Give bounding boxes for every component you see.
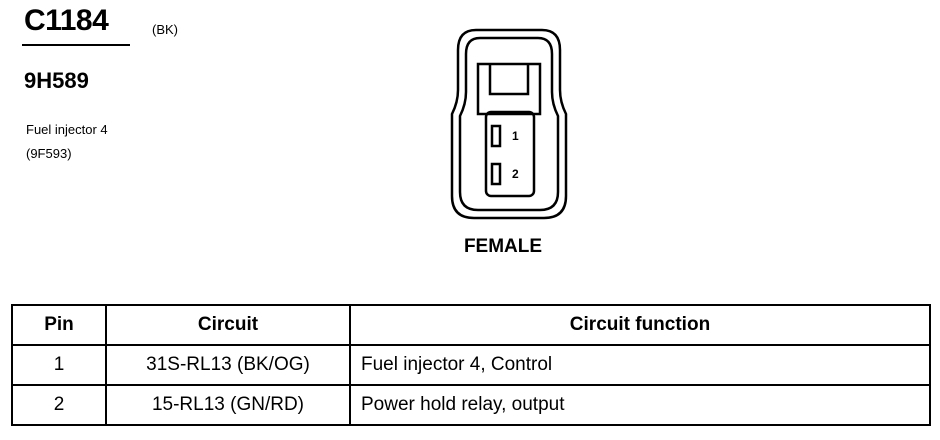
connector-color: (BK) <box>152 22 178 37</box>
connector-face-diagram: 1 2 <box>450 28 568 220</box>
circuit-cell: 31S-RL13 (BK/OG) <box>105 344 351 386</box>
table-header-row: Pin Circuit Circuit function <box>11 304 931 346</box>
table-row: 1 31S-RL13 (BK/OG) Fuel injector 4, Cont… <box>11 344 931 386</box>
pin-2-cavity <box>490 162 502 186</box>
pin-cell: 1 <box>11 344 107 386</box>
connector-lock-notch <box>488 64 530 96</box>
circuit-function-cell: Power hold relay, output <box>349 384 931 426</box>
header-pin: Pin <box>11 304 107 346</box>
connector-gender-label: FEMALE <box>463 236 543 257</box>
pin-1-label: 1 <box>512 129 519 143</box>
connector-lock-tab <box>476 62 542 116</box>
pin-1-cavity <box>490 124 502 148</box>
connector-id-underline <box>22 44 130 46</box>
pin-cell: 2 <box>11 384 107 426</box>
connector-cavity-body <box>484 110 536 198</box>
pin-table: Pin Circuit Circuit function 1 31S-RL13 … <box>11 304 931 426</box>
connector-outer-shell <box>450 28 568 220</box>
component-reference: (9F593) <box>26 146 72 161</box>
table-row: 2 15-RL13 (GN/RD) Power hold relay, outp… <box>11 384 931 426</box>
header-circuit: Circuit <box>105 304 351 346</box>
header-circuit-function: Circuit function <box>349 304 931 346</box>
connector-inner-shell <box>458 36 560 212</box>
part-number: 9H589 <box>24 68 89 93</box>
circuit-cell: 15-RL13 (GN/RD) <box>105 384 351 426</box>
circuit-function-cell: Fuel injector 4, Control <box>349 344 931 386</box>
pin-2-label: 2 <box>512 167 519 181</box>
connector-id: C1184 <box>24 4 109 37</box>
component-description: Fuel injector 4 <box>26 122 108 137</box>
